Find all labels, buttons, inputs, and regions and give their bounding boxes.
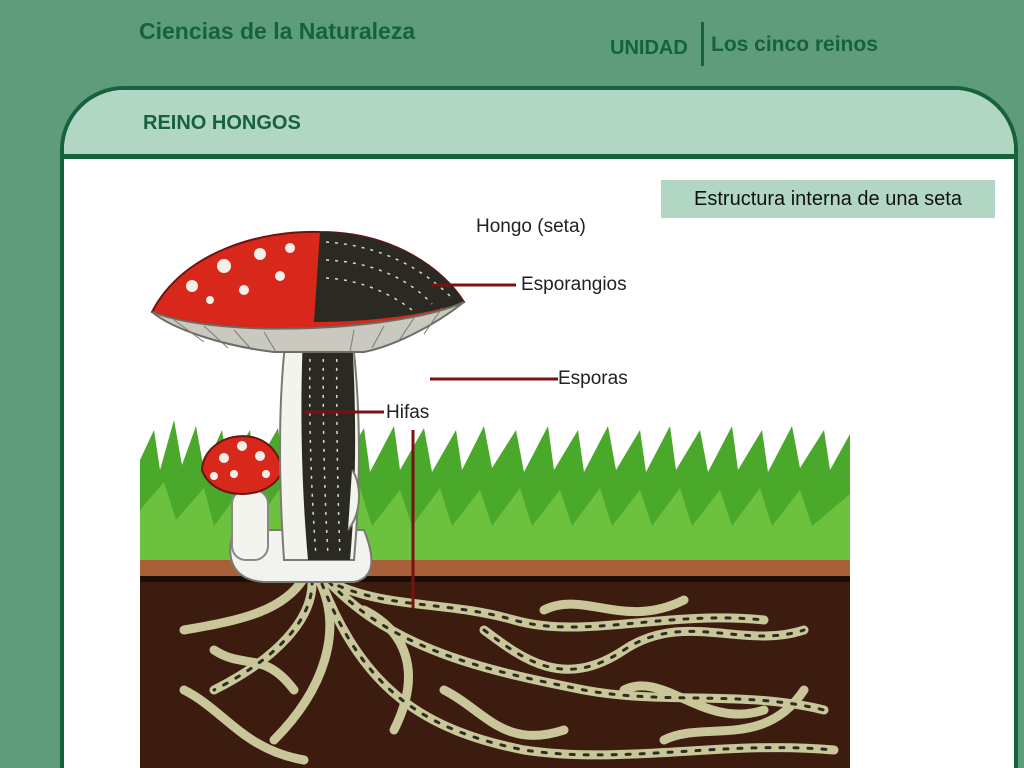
unit-label: UNIDAD — [610, 37, 688, 59]
section-band: REINO HONGOS — [64, 90, 1014, 159]
label-sporangia: Esporangios — [521, 274, 627, 295]
hyphae-network — [179, 573, 839, 765]
left-strip — [0, 86, 62, 158]
pointer-lines — [304, 283, 558, 608]
course-title: Ciencias de la Naturaleza — [139, 18, 416, 44]
label-spores: Esporas — [558, 368, 628, 389]
mushroom-illustration — [140, 230, 850, 768]
small-mushroom — [200, 435, 284, 561]
unit-name: Los cinco reinos — [711, 33, 878, 56]
content-panel: REINO HONGOS Estructura interna de una s… — [60, 86, 1018, 768]
mushroom-cap — [150, 230, 466, 353]
label-hyphae: Hifas — [386, 402, 430, 423]
unit-separator — [701, 22, 704, 66]
label-organism: Hongo (seta) — [476, 216, 586, 237]
diagram-caption: Estructura interna de una seta — [661, 180, 995, 218]
section-title: REINO HONGOS — [143, 112, 301, 134]
